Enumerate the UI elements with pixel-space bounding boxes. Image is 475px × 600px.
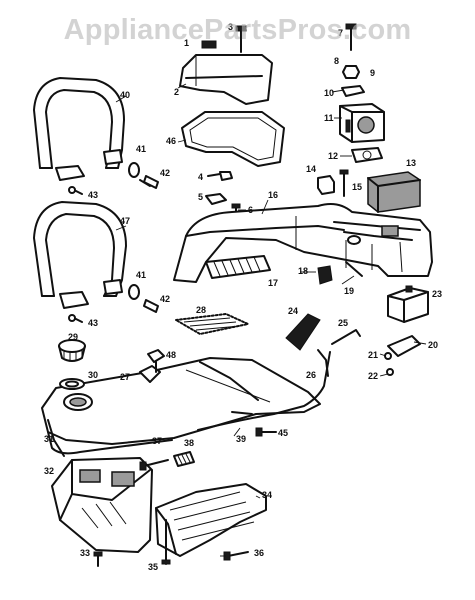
callout-41b: 41 xyxy=(136,270,146,280)
callout-33: 33 xyxy=(80,548,90,558)
callout-19: 19 xyxy=(344,286,354,296)
handle-bolt-upper-part xyxy=(68,162,159,195)
fuel-tank-base-part xyxy=(41,357,321,455)
trigger-grille-part xyxy=(205,255,271,279)
callout-12: 12 xyxy=(328,151,338,161)
callout-6: 6 xyxy=(248,205,253,215)
screw-bottom-part xyxy=(93,551,103,567)
callout-26: 26 xyxy=(306,370,316,380)
carburetor-gasket-part xyxy=(351,147,383,163)
callout-31: 31 xyxy=(44,434,54,444)
top-cover-part xyxy=(179,25,273,105)
trigger-part xyxy=(317,261,363,285)
callout-41: 41 xyxy=(136,144,146,154)
callout-24: 24 xyxy=(288,306,298,316)
callout-46: 46 xyxy=(166,136,176,146)
chain-guard-part xyxy=(155,483,267,565)
air-filter-part xyxy=(317,169,421,213)
callout-42: 42 xyxy=(160,168,170,178)
bolt-spring-part xyxy=(139,451,195,471)
rear-handle-housing-part xyxy=(173,203,433,283)
callout-10: 10 xyxy=(324,88,334,98)
callout-27: 27 xyxy=(120,372,130,382)
fuel-line-part xyxy=(197,351,331,437)
screw-nut-part xyxy=(341,23,365,97)
callout-11: 11 xyxy=(324,113,334,123)
callout-2: 2 xyxy=(174,87,179,97)
callout-47: 47 xyxy=(120,216,130,226)
handle-bar-lower-part xyxy=(33,201,127,309)
callout-21: 21 xyxy=(368,350,378,360)
callout-7: 7 xyxy=(338,28,343,38)
callout-labels: 1 2 3 4 5 6 7 8 9 10 11 12 13 14 15 16 1… xyxy=(44,22,442,572)
callout-35: 35 xyxy=(148,562,158,572)
carburetor-part xyxy=(339,103,385,143)
callout-40: 40 xyxy=(120,90,130,100)
callout-25: 25 xyxy=(338,318,348,328)
callout-8: 8 xyxy=(334,56,339,66)
throttle-trigger-part xyxy=(285,313,361,377)
gasket-part xyxy=(181,111,285,167)
callout-15: 15 xyxy=(352,182,362,192)
callout-36: 36 xyxy=(254,548,264,558)
handle-bolt-lower-part xyxy=(68,284,159,323)
callout-32: 32 xyxy=(44,466,54,476)
fuel-cap-part xyxy=(58,339,86,390)
callout-18: 18 xyxy=(298,266,308,276)
crankcase-cover-part xyxy=(47,419,153,553)
callout-37: 37 xyxy=(152,436,162,446)
callout-5: 5 xyxy=(198,192,203,202)
callout-20: 20 xyxy=(428,340,438,350)
callout-45: 45 xyxy=(278,428,288,438)
callout-38: 38 xyxy=(184,438,194,448)
callout-17: 17 xyxy=(268,278,278,288)
callout-39: 39 xyxy=(236,434,246,444)
callout-43: 43 xyxy=(88,190,98,200)
callout-29: 29 xyxy=(68,332,78,342)
callout-34: 34 xyxy=(262,490,272,500)
callout-3: 3 xyxy=(228,22,233,32)
callout-23: 23 xyxy=(432,289,442,299)
switch-block-part xyxy=(387,285,429,323)
callout-43b: 43 xyxy=(88,318,98,328)
callout-42b: 42 xyxy=(160,294,170,304)
vent-valve-part xyxy=(147,349,165,373)
callout-30: 30 xyxy=(88,370,98,380)
callout-14: 14 xyxy=(306,164,316,174)
callout-28: 28 xyxy=(196,305,206,315)
leader-lines xyxy=(115,83,427,557)
callout-1: 1 xyxy=(184,38,189,48)
callout-13: 13 xyxy=(406,158,416,168)
callout-16: 16 xyxy=(268,190,278,200)
callout-22: 22 xyxy=(368,371,378,381)
callout-4: 4 xyxy=(198,172,203,182)
callout-48: 48 xyxy=(166,350,176,360)
callout-9: 9 xyxy=(370,68,375,78)
spark-screen-part xyxy=(175,313,249,335)
handle-bar-upper-part xyxy=(33,77,125,181)
